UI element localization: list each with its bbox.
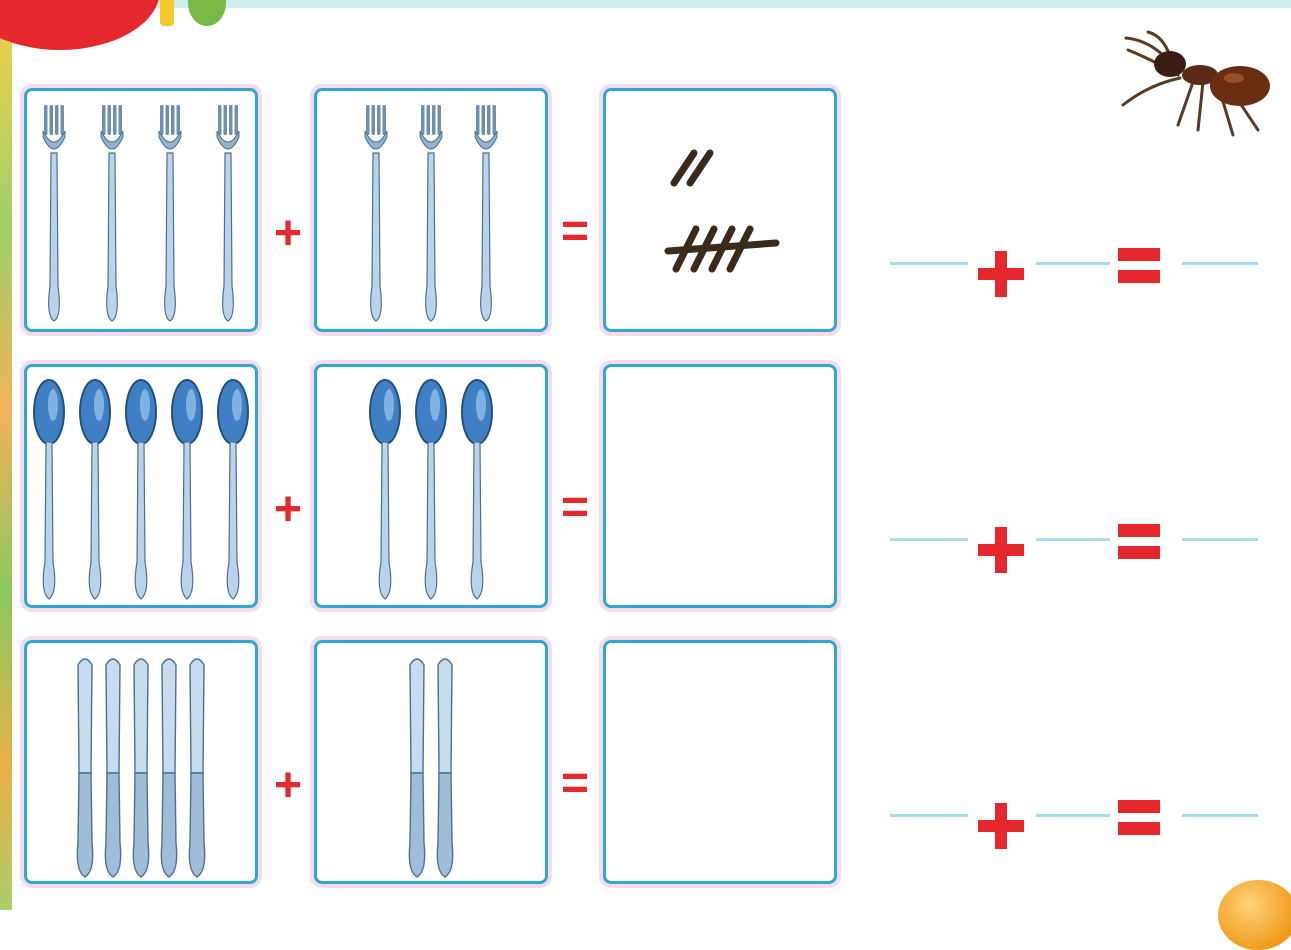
corner-decoration-yellow — [160, 0, 174, 26]
blank-second-addend[interactable] — [1036, 262, 1110, 265]
equals-sign — [1118, 248, 1160, 284]
ant-icon — [1121, 30, 1270, 137]
fork-icon — [419, 105, 443, 322]
fork-icon — [474, 105, 498, 322]
plus-sign: + — [273, 483, 303, 536]
blank-second-addend[interactable] — [1036, 814, 1110, 817]
plus-sign — [978, 251, 1024, 297]
answer-card-blank[interactable] — [603, 364, 837, 608]
knife-icon — [132, 658, 150, 878]
top-rule — [0, 0, 1291, 8]
first-group-card-forks — [24, 88, 258, 332]
second-group-card-spoons — [314, 364, 548, 608]
equals-sign — [1118, 800, 1160, 836]
tally-marks — [664, 149, 780, 273]
knife-icon — [188, 658, 206, 878]
blank-sum[interactable] — [1182, 262, 1258, 265]
fork-icon — [364, 105, 388, 322]
equals-sign — [1118, 524, 1160, 560]
blank-second-addend[interactable] — [1036, 538, 1110, 541]
spoon-icon — [415, 379, 447, 600]
blank-first-addend[interactable] — [890, 538, 968, 541]
second-group-card-knives — [314, 640, 548, 884]
corner-decoration-red — [0, 0, 160, 50]
blank-sum[interactable] — [1182, 538, 1258, 541]
corner-decoration-orange — [1218, 880, 1291, 950]
fork-icon — [100, 105, 124, 322]
blank-sum[interactable] — [1182, 814, 1258, 817]
knife-icon — [104, 658, 122, 878]
left-decor-strip — [0, 0, 12, 910]
fork-icon — [42, 105, 66, 322]
second-group-card-forks — [314, 88, 548, 332]
spoon-icon — [125, 379, 157, 600]
first-group-card-knives — [24, 640, 258, 884]
fork-icon — [216, 105, 240, 322]
spoon-icon — [79, 379, 111, 600]
plus-sign: + — [273, 759, 303, 812]
spoon-icon — [461, 379, 493, 600]
plus-sign: + — [273, 207, 303, 260]
plus-sign — [978, 527, 1024, 573]
answer-card-tally[interactable] — [603, 88, 837, 332]
knife-icon — [76, 658, 94, 878]
answer-card-blank[interactable] — [603, 640, 837, 884]
first-group-card-spoons — [24, 364, 258, 608]
equals-sign: = — [560, 757, 590, 810]
knife-icon — [436, 658, 454, 878]
knife-icon — [160, 658, 178, 878]
plus-sign — [978, 803, 1024, 849]
spoon-icon — [33, 379, 65, 600]
equals-sign: = — [560, 481, 590, 534]
spoon-icon — [369, 379, 401, 600]
corner-decoration-green — [188, 0, 226, 26]
spoon-icon — [171, 379, 203, 600]
blank-first-addend[interactable] — [890, 262, 968, 265]
equals-sign: = — [560, 205, 590, 258]
fork-icon — [158, 105, 182, 322]
knife-icon — [408, 658, 426, 878]
blank-first-addend[interactable] — [890, 814, 968, 817]
spoon-icon — [217, 379, 249, 600]
